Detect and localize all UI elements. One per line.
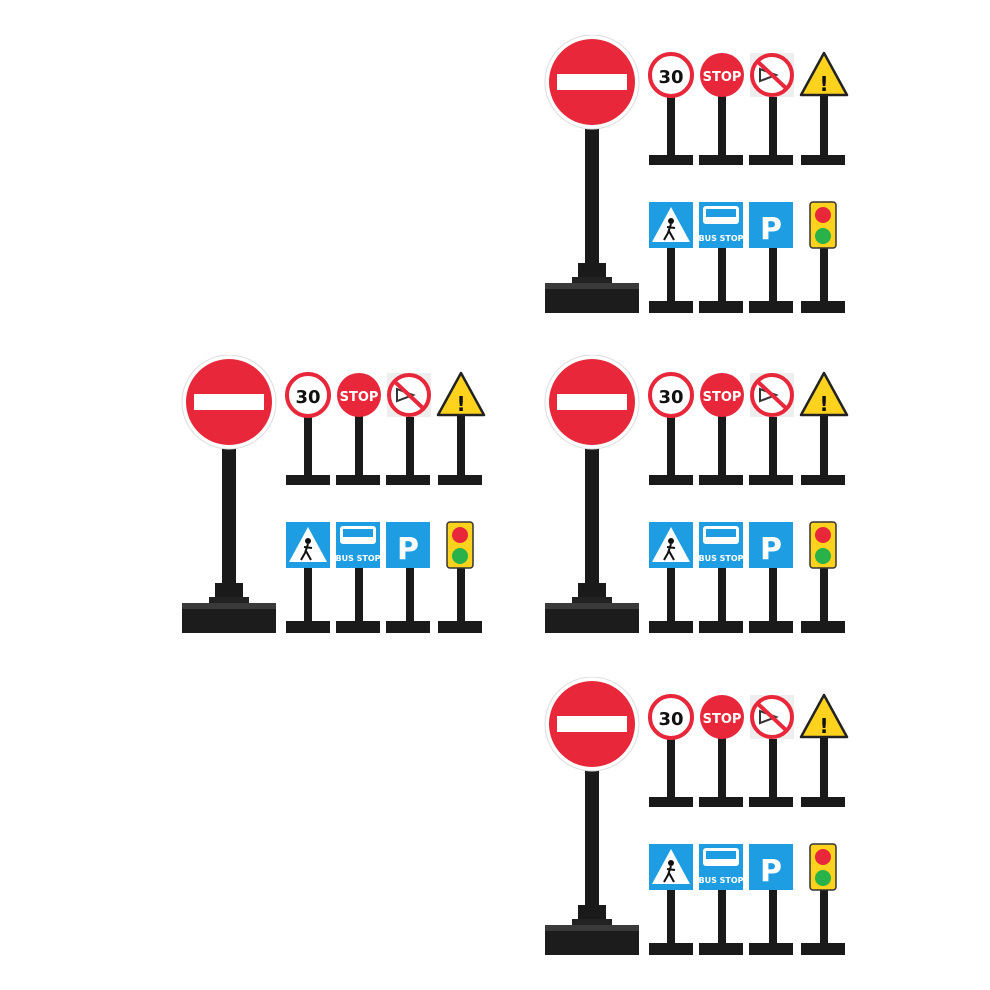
stop-label: STOP (703, 712, 742, 727)
sign-set-top: 30 STOP ! BUS STOP P (540, 35, 860, 325)
speed-limit-label: 30 (658, 67, 683, 88)
stop-label: STOP (703, 70, 742, 85)
speed-limit-label: 30 (658, 387, 683, 408)
warning-label: ! (819, 72, 828, 96)
warning-label: ! (819, 392, 828, 416)
speed-limit-label: 30 (658, 709, 683, 730)
warning-label: ! (819, 714, 828, 738)
bus-stop-label: BUS STOP (698, 876, 743, 885)
bus-stop-label: BUS STOP (698, 554, 743, 563)
parking-label: P (760, 212, 782, 247)
parking-label: P (760, 854, 782, 889)
parking-label: P (397, 532, 419, 567)
sign-set-bottom: 30 STOP ! BUS STOP P (540, 677, 860, 967)
stop-label: STOP (703, 390, 742, 405)
stop-label: STOP (340, 390, 379, 405)
parking-label: P (760, 532, 782, 567)
bus-stop-label: BUS STOP (335, 554, 380, 563)
sign-set-middle-right: 30 STOP ! BUS STOP P (540, 355, 860, 645)
speed-limit-label: 30 (295, 387, 320, 408)
bus-stop-label: BUS STOP (698, 234, 743, 243)
warning-label: ! (456, 392, 465, 416)
sign-set-middle-left: 30 STOP ! BUS STOP P (177, 355, 497, 645)
